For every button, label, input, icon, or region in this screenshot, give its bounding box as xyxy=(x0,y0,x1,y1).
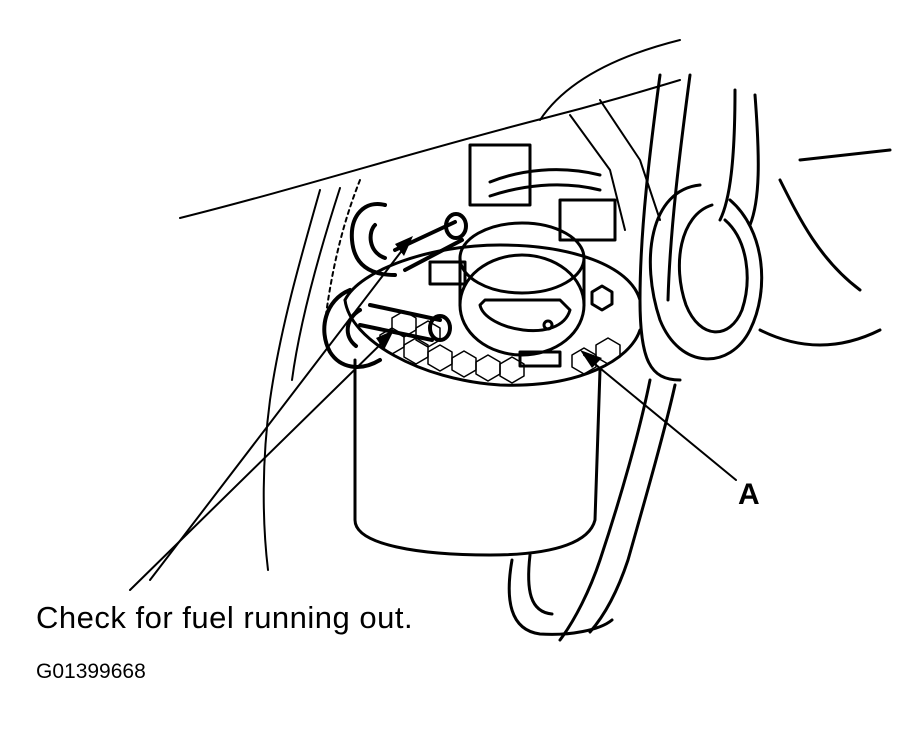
leader-line-a xyxy=(583,354,737,481)
brake-lines xyxy=(507,73,760,642)
leader-line-caption-2 xyxy=(129,334,391,591)
filter-grid-pattern xyxy=(379,310,621,384)
vehicle-body-outline xyxy=(179,39,681,571)
connector-blocks xyxy=(428,143,617,286)
arrowhead-lower-hose xyxy=(376,330,394,350)
filter-cap xyxy=(458,221,614,368)
callout-arrowheads xyxy=(376,236,602,368)
callout-leaders xyxy=(129,239,737,591)
leader-line-caption-1 xyxy=(149,239,411,581)
fuel-filter-canister xyxy=(343,243,642,557)
return-hose-loop xyxy=(648,148,892,361)
figure-id: G01399668 xyxy=(36,660,146,683)
arrowhead-a xyxy=(580,350,602,368)
fuel-hoses xyxy=(322,202,468,369)
arrowhead-upper-hose xyxy=(395,236,413,256)
callout-label-a: A xyxy=(738,478,760,511)
callout-caption: Check for fuel running out. xyxy=(36,600,414,635)
